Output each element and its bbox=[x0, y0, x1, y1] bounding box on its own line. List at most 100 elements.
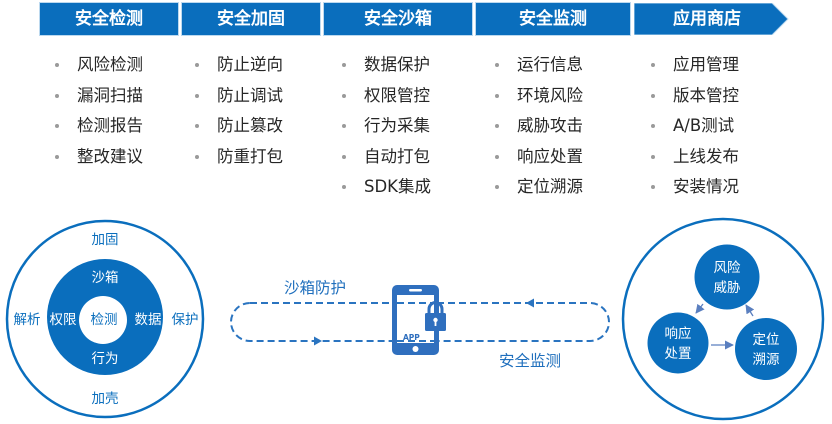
bullet-dot-icon bbox=[495, 63, 499, 67]
outer-label-top: 加固 bbox=[92, 232, 119, 248]
list-item: 防止逆向 bbox=[195, 50, 283, 81]
bullet-dot-icon bbox=[342, 124, 346, 128]
list-item: 版本管控 bbox=[651, 81, 739, 112]
list-item: 环境风险 bbox=[495, 81, 583, 112]
stage-title: 安全检测 bbox=[75, 9, 143, 29]
arrow-shape-icon bbox=[634, 3, 789, 35]
list-item-label: 防重打包 bbox=[217, 146, 283, 166]
node-label-line1: 风险 bbox=[714, 260, 742, 276]
list-item-label: 响应处置 bbox=[517, 146, 583, 166]
inner-label-bottom: 行为 bbox=[92, 351, 119, 367]
loop-diagram: 沙箱防护 安全监测 APP bbox=[230, 279, 610, 370]
bullet-dot-icon bbox=[55, 154, 59, 159]
list-item-label: 应用管理 bbox=[673, 55, 739, 74]
dashed-loop bbox=[230, 302, 610, 342]
bullet-dot-icon bbox=[342, 185, 346, 189]
node-label-line2: 溯源 bbox=[753, 352, 781, 368]
cycle-outer-ring bbox=[621, 217, 825, 421]
bullet-dot-icon bbox=[195, 63, 199, 67]
bullet-dot-icon bbox=[55, 63, 59, 67]
bullet-dot-icon bbox=[495, 124, 499, 128]
list-item-label: 威胁攻击 bbox=[517, 116, 583, 135]
bullet-dot-icon bbox=[55, 124, 59, 128]
list-item-label: 运行信息 bbox=[517, 55, 583, 74]
list-item-label: 行为采集 bbox=[364, 116, 430, 135]
list-item: 自动打包 bbox=[342, 142, 431, 173]
stage-header-app-store: 应用商店 bbox=[634, 3, 790, 35]
cycle-node-response: 响应 处置 bbox=[647, 312, 709, 374]
bullet-dot-icon bbox=[495, 93, 499, 98]
list-item-label: 版本管控 bbox=[673, 85, 739, 105]
bullet-dot-icon bbox=[195, 154, 199, 159]
list-item: 安装情况 bbox=[651, 172, 739, 203]
loop-top-label: 沙箱防护 bbox=[284, 279, 346, 297]
node-label-line1: 定位 bbox=[753, 332, 780, 348]
outer-label-left: 解析 bbox=[14, 312, 41, 328]
stage-header-monitoring: 安全监测 bbox=[476, 3, 630, 35]
list-item-label: 自动打包 bbox=[364, 146, 430, 166]
list-item-label: 环境风险 bbox=[517, 85, 583, 105]
center-hole bbox=[79, 296, 127, 344]
stage-list-hardening: 防止逆向 防止调试 防止篡改 防重打包 bbox=[195, 50, 283, 172]
bullet-dot-icon bbox=[195, 124, 199, 128]
list-item-label: 防止调试 bbox=[217, 85, 283, 105]
stage-title: 应用商店 bbox=[673, 9, 741, 29]
list-item: 应用管理 bbox=[651, 50, 739, 81]
inner-label-right: 数据 bbox=[135, 312, 162, 328]
list-item-label: 定位溯源 bbox=[517, 177, 583, 196]
app-label: APP bbox=[403, 333, 420, 342]
list-item-label: 上线发布 bbox=[673, 146, 739, 166]
list-item: SDK集成 bbox=[342, 172, 431, 203]
inner-label-top: 沙箱 bbox=[92, 270, 119, 286]
arrow-left-icon bbox=[526, 298, 534, 308]
list-item-label: A/B测试 bbox=[673, 116, 735, 135]
bullet-dot-icon bbox=[651, 124, 655, 128]
center-label: 检测 bbox=[91, 312, 118, 328]
stage-list-detection: 风险检测 漏洞扫描 检测报告 整改建议 bbox=[55, 50, 143, 172]
list-item: 权限管控 bbox=[342, 81, 431, 112]
bullet-dot-icon bbox=[651, 154, 655, 159]
list-item: 威胁攻击 bbox=[495, 111, 583, 142]
bullet-dot-icon bbox=[195, 93, 199, 98]
list-item-label: 漏洞扫描 bbox=[77, 85, 143, 105]
list-item: 数据保护 bbox=[342, 50, 431, 81]
bullet-dot-icon bbox=[495, 154, 499, 159]
list-item-label: 防止篡改 bbox=[217, 116, 283, 135]
arrow-trace-to-threat-icon bbox=[745, 304, 755, 317]
list-item: 响应处置 bbox=[495, 142, 583, 173]
list-item: 防止调试 bbox=[195, 81, 283, 112]
stage-list-app-store: 应用管理 版本管控 A/B测试 上线发布 安装情况 bbox=[651, 50, 739, 203]
bullet-dot-icon bbox=[495, 185, 499, 189]
list-item-label: 权限管控 bbox=[364, 85, 430, 105]
list-item: 防止篡改 bbox=[195, 111, 283, 142]
list-item: 上线发布 bbox=[651, 142, 739, 173]
stage-list-monitoring: 运行信息 环境风险 威胁攻击 响应处置 定位溯源 bbox=[495, 50, 583, 203]
outer-ring bbox=[5, 219, 205, 419]
stage-title: 安全沙箱 bbox=[364, 9, 432, 29]
bullet-dot-icon bbox=[342, 154, 346, 159]
bullet-dot-icon bbox=[651, 63, 655, 67]
padlock-icon bbox=[425, 301, 446, 331]
list-item: 行为采集 bbox=[342, 111, 431, 142]
list-item: 整改建议 bbox=[55, 142, 143, 173]
stage-header-sandbox: 安全沙箱 bbox=[324, 3, 472, 35]
list-item-label: 安装情况 bbox=[673, 177, 739, 196]
list-item-label: 整改建议 bbox=[77, 146, 143, 166]
node-label-line2: 威胁 bbox=[714, 280, 741, 296]
list-item-label: 检测报告 bbox=[77, 116, 143, 135]
loop-bottom-label: 安全监测 bbox=[499, 352, 561, 370]
stage-title: 安全监测 bbox=[519, 9, 587, 29]
bullet-dot-icon bbox=[651, 93, 655, 98]
list-item-label: 风险检测 bbox=[77, 55, 143, 74]
bullet-dot-icon bbox=[651, 185, 655, 189]
cycle-node-threat: 风险 威胁 bbox=[694, 244, 760, 310]
list-item: 风险检测 bbox=[55, 50, 143, 81]
stage-header-row: 安全检测 安全加固 安全沙箱 安全监测 应用商店 bbox=[0, 0, 832, 40]
node-label-line1: 响应 bbox=[665, 325, 692, 342]
cycle-node-trace: 定位 溯源 bbox=[735, 318, 797, 380]
ring-diagram: 加固 加壳 解析 保护 沙箱 行为 权限 数据 检测 bbox=[5, 219, 205, 419]
list-item: 定位溯源 bbox=[495, 172, 583, 203]
list-item: 运行信息 bbox=[495, 50, 583, 81]
stage-header-hardening: 安全加固 bbox=[182, 3, 320, 35]
